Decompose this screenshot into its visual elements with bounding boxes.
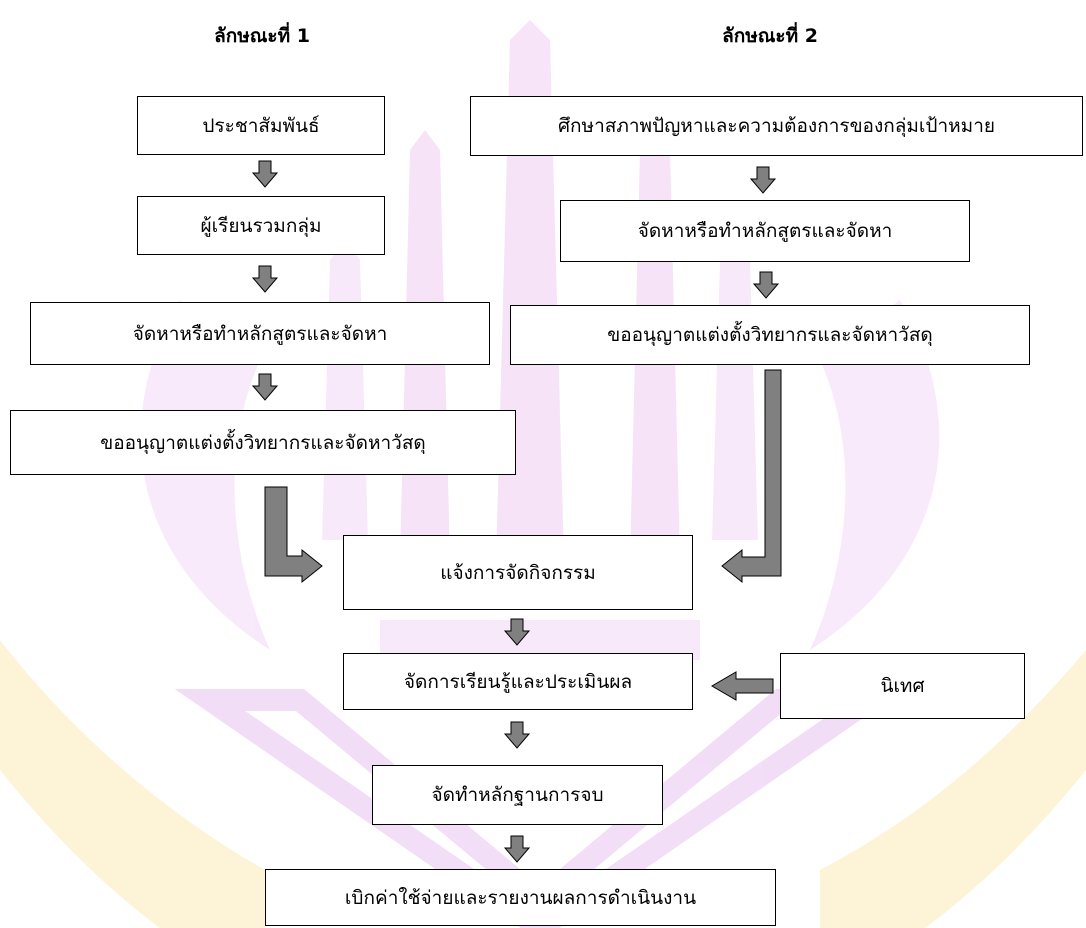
type1-step-public-relations: ประชาสัมพันธ์ (137, 96, 385, 155)
arrow-elbow-type2-to-notify (721, 369, 782, 584)
arrow-down-type1-1 (251, 160, 279, 188)
arrow-down-type1-2 (251, 265, 279, 293)
watermark-base (380, 620, 700, 660)
side-step-supervision: นิเทศ (780, 653, 1025, 719)
shared-step-learning-evaluation: จัดการเรียนรู้และประเมินผล (343, 653, 693, 710)
header-type-2: ลักษณะที่ 2 (722, 25, 818, 47)
type2-step-needs-study: ศึกษาสภาพปัญหาและความต้องการของกลุ่มเป้า… (470, 96, 1083, 156)
shared-step-disbursement-report: เบิกค่าใช้จ่ายและรายงานผลการดำเนินงาน (265, 869, 776, 926)
arrow-down-shared-2 (503, 721, 531, 749)
shared-step-notify-activity: แจ้งการจัดกิจกรรม (343, 535, 693, 610)
watermark-wing-right (810, 300, 940, 650)
type2-step-curriculum: จัดหาหรือทำหลักสูตรและจัดหา (560, 200, 970, 262)
arrow-down-shared-3 (503, 835, 531, 863)
type1-step-learner-group: ผู้เรียนรวมกลุ่ม (137, 196, 385, 255)
arrow-down-type2-1 (749, 166, 777, 194)
type2-step-permission: ขออนุญาตแต่งตั้งวิทยากรและจัดหาวัสดุ (510, 305, 1030, 365)
watermark-wing-left (140, 300, 270, 650)
arrow-elbow-type1-to-notify (264, 486, 323, 584)
watermark-ribbon-left (0, 640, 265, 928)
shared-step-graduation-evidence: จัดทำหลักฐานการจบ (372, 765, 663, 825)
arrow-down-type2-2 (752, 271, 780, 299)
arrow-left-supervision (711, 671, 774, 701)
arrow-down-type1-3 (251, 373, 279, 401)
watermark-ribbon-right (820, 650, 1086, 928)
type1-step-permission: ขออนุญาตแต่งตั้งวิทยากรและจัดหาวัสดุ (10, 410, 516, 475)
arrow-down-shared-1 (503, 618, 531, 646)
header-type-1: ลักษณะที่ 1 (214, 25, 310, 47)
type1-step-curriculum: จัดหาหรือทำหลักสูตรและจัดหา (30, 302, 490, 365)
